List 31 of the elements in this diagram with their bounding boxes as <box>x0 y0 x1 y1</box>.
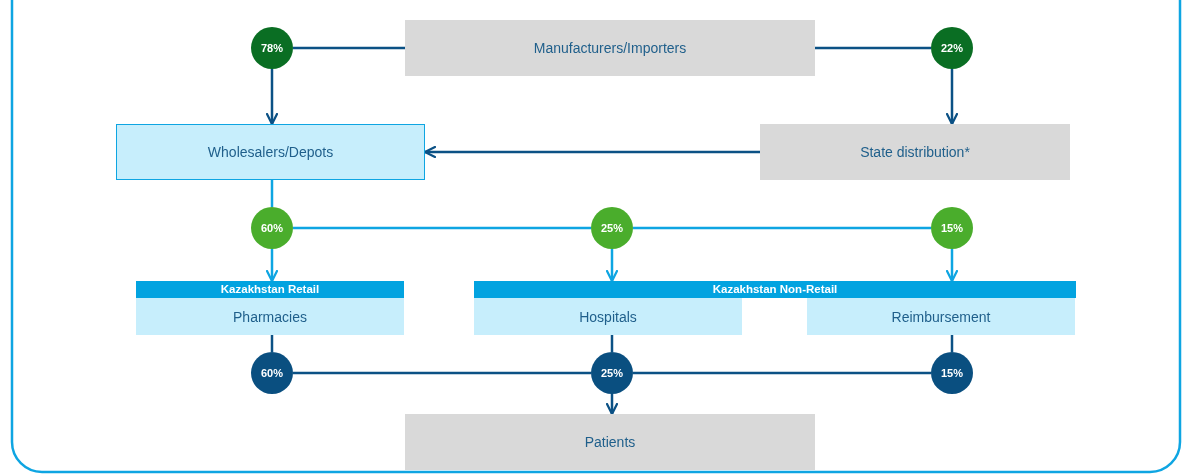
percentage-circle: 60% <box>251 207 293 249</box>
percentage-circle: 15% <box>931 352 973 394</box>
percentage-circle: 25% <box>591 352 633 394</box>
connector <box>605 249 619 283</box>
connector <box>265 249 279 283</box>
connector <box>293 46 405 50</box>
connector <box>633 226 931 230</box>
process-box: Reimbursement <box>807 298 1075 335</box>
group-header: Kazakhstan Non-Retail <box>474 281 1076 298</box>
connector <box>945 249 959 283</box>
process-box: Pharmacies <box>136 298 404 335</box>
percentage-circle: 15% <box>931 207 973 249</box>
connector <box>605 394 619 416</box>
connector <box>945 69 959 126</box>
percentage-circle: 25% <box>591 207 633 249</box>
connector <box>815 46 931 50</box>
connector <box>633 371 931 375</box>
process-box: Patients <box>405 414 815 470</box>
connector <box>265 69 279 126</box>
process-box: Hospitals <box>474 298 742 335</box>
process-box: Manufacturers/Importers <box>405 20 815 76</box>
connector <box>293 226 591 230</box>
process-box: Wholesalers/Depots <box>116 124 425 180</box>
percentage-circle: 78% <box>251 27 293 69</box>
process-box: State distribution* <box>760 124 1070 180</box>
percentage-circle: 22% <box>931 27 973 69</box>
group-header: Kazakhstan Retail <box>136 281 404 298</box>
connector <box>423 145 760 159</box>
connector <box>293 371 591 375</box>
connector <box>270 180 274 207</box>
percentage-circle: 60% <box>251 352 293 394</box>
